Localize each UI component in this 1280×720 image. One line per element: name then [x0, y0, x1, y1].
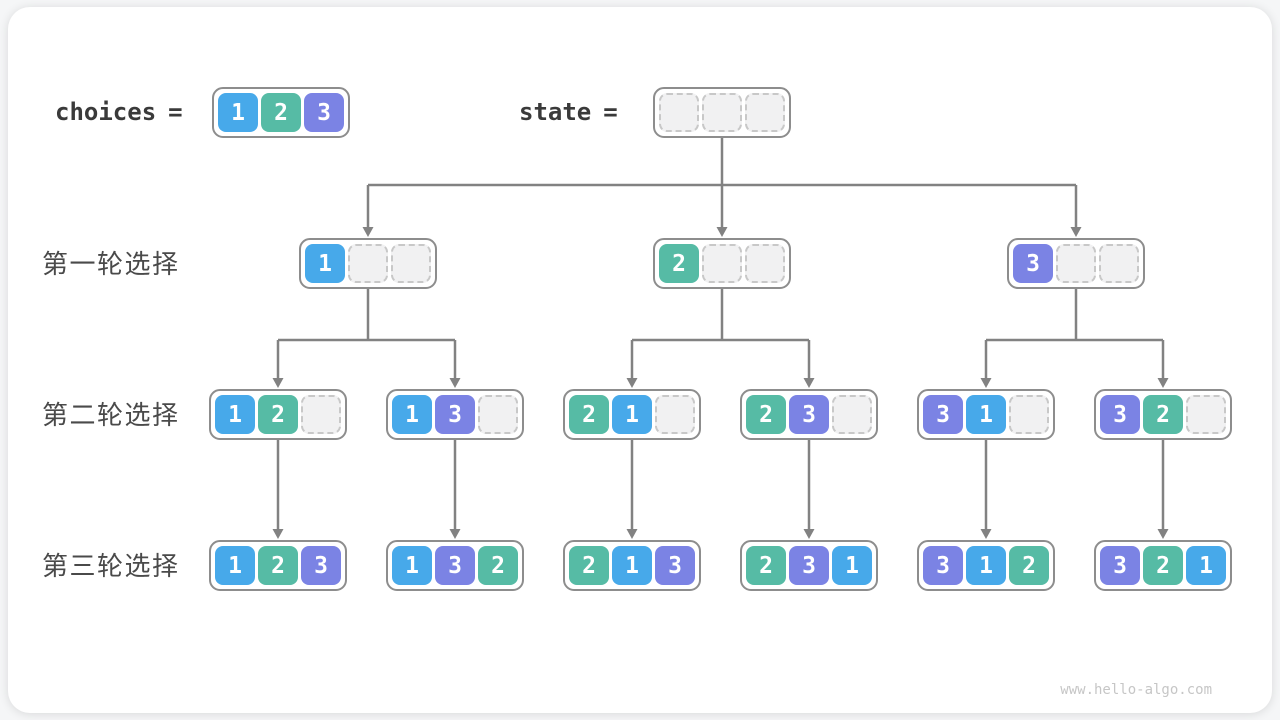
state-cell-filled: 1 [218, 93, 258, 132]
state-cell-empty [1009, 395, 1049, 434]
state-cell-filled: 3 [789, 546, 829, 585]
round-label-2: 第二轮选择 [42, 400, 180, 430]
state-cell-filled: 3 [301, 546, 341, 585]
state-cell-filled: 2 [746, 546, 786, 585]
state-cell-empty [1099, 244, 1139, 283]
state-cell-filled: 3 [304, 93, 344, 132]
state-cell-filled: 1 [612, 395, 652, 434]
state-cell-filled: 2 [1143, 395, 1183, 434]
state-cell-filled: 3 [923, 546, 963, 585]
state-cell-filled: 3 [1100, 546, 1140, 585]
state-cell-filled: 1 [966, 546, 1006, 585]
state-cell-filled: 3 [1100, 395, 1140, 434]
state-cell-filled: 3 [435, 395, 475, 434]
state-cell-filled: 3 [789, 395, 829, 434]
state-cell-empty [1186, 395, 1226, 434]
state-cell-empty [301, 395, 341, 434]
state-node: 1 [299, 238, 437, 289]
state-cell-filled: 3 [655, 546, 695, 585]
state-cell-empty [702, 244, 742, 283]
state-cell-empty [702, 93, 742, 132]
state-label-text: state [519, 98, 592, 126]
state-cell-filled: 3 [923, 395, 963, 434]
round-label-3: 第三轮选择 [42, 551, 180, 581]
state-cell-filled: 3 [1013, 244, 1053, 283]
state-cell-filled: 1 [305, 244, 345, 283]
state-cell-filled: 1 [215, 395, 255, 434]
round-label-1: 第一轮选择 [42, 249, 180, 279]
state-cell-empty [659, 93, 699, 132]
state-cell-filled: 2 [258, 546, 298, 585]
state-cell-empty [1056, 244, 1096, 283]
state-cell-filled: 1 [832, 546, 872, 585]
choices-equals-sign: = [168, 98, 183, 126]
state-cell-filled: 2 [261, 93, 301, 132]
state-cell-filled: 2 [569, 546, 609, 585]
state-cell-filled: 1 [392, 546, 432, 585]
state-equals-sign: = [603, 98, 618, 126]
state-cell-filled: 1 [392, 395, 432, 434]
state-cell-filled: 2 [746, 395, 786, 434]
state-cell-filled: 2 [1009, 546, 1049, 585]
state-cell-empty [391, 244, 431, 283]
state-cell-empty [478, 395, 518, 434]
state-cell-filled: 1 [966, 395, 1006, 434]
state-cell-empty [745, 93, 785, 132]
state-cell-filled: 2 [659, 244, 699, 283]
state-cell-empty [348, 244, 388, 283]
state-cell-empty [832, 395, 872, 434]
choices-label: choices = [55, 87, 183, 138]
diagram-card [8, 7, 1272, 713]
state-node: 3 [1007, 238, 1145, 289]
watermark: www.hello-algo.com [1060, 682, 1212, 698]
state-label: state = [519, 87, 618, 138]
state-cell-filled: 2 [478, 546, 518, 585]
state-cell-filled: 1 [215, 546, 255, 585]
state-cell-filled: 1 [612, 546, 652, 585]
state-cell-filled: 2 [258, 395, 298, 434]
state-cell-filled: 2 [1143, 546, 1183, 585]
state-cell-filled: 1 [1186, 546, 1226, 585]
state-cell-empty [745, 244, 785, 283]
choices-label-text: choices [55, 98, 157, 126]
state-node: 2 [653, 238, 791, 289]
state-box [653, 87, 791, 138]
state-cell-filled: 3 [435, 546, 475, 585]
state-cell-filled: 2 [569, 395, 609, 434]
state-cell-empty [655, 395, 695, 434]
